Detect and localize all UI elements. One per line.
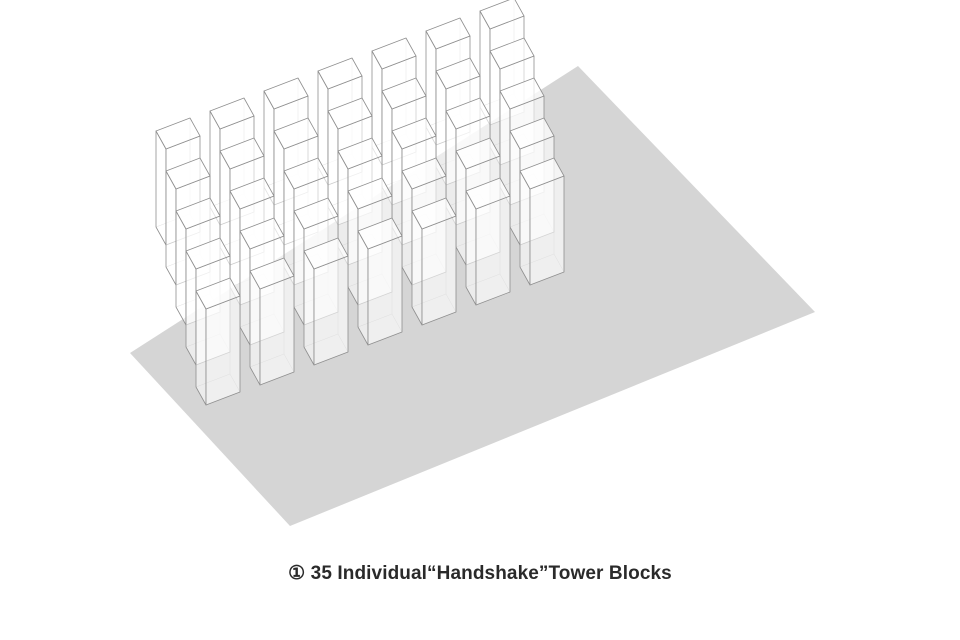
tower-left-face — [347, 190, 359, 306]
tower-left-face — [357, 230, 369, 346]
tower-top-face — [219, 137, 265, 170]
tower-left-face — [165, 170, 177, 286]
tower-front-face — [313, 255, 349, 366]
tower-front-face — [421, 215, 457, 326]
tower-top-face — [327, 97, 373, 130]
tower-top-face — [465, 177, 511, 210]
tower-block — [519, 157, 565, 286]
tower-top-face — [175, 197, 221, 230]
tower-top-face — [249, 257, 295, 290]
tower-block — [357, 217, 403, 346]
tower-top-face — [479, 0, 525, 30]
tower-left-face — [455, 150, 467, 266]
tower-left-face — [401, 170, 413, 286]
tower-left-face — [155, 130, 167, 246]
tower-left-face — [185, 250, 197, 366]
tower-top-face — [401, 157, 447, 190]
tower-top-face — [435, 57, 481, 90]
tower-top-face — [239, 217, 285, 250]
tower-left-face — [175, 210, 187, 326]
tower-left-face — [465, 190, 477, 306]
tower-left-face — [509, 130, 521, 246]
tower-top-face — [195, 277, 241, 310]
tower-top-face — [411, 197, 457, 230]
tower-top-face — [499, 77, 545, 110]
tower-top-face — [303, 237, 349, 270]
tower-top-face — [165, 157, 211, 190]
tower-front-face — [259, 275, 295, 386]
tower-top-face — [273, 117, 319, 150]
tower-top-face — [317, 57, 363, 90]
tower-front-face — [475, 195, 511, 306]
tower-top-face — [155, 117, 201, 150]
tower-top-face — [425, 17, 471, 50]
tower-top-face — [445, 97, 491, 130]
tower-top-face — [185, 237, 231, 270]
tower-left-face — [239, 230, 251, 346]
tower-block — [249, 257, 295, 386]
tower-top-face — [337, 137, 383, 170]
tower-block — [411, 197, 457, 326]
tower-top-face — [391, 117, 437, 150]
tower-left-face — [411, 210, 423, 326]
tower-left-face — [519, 170, 531, 286]
tower-top-face — [347, 177, 393, 210]
tower-block — [195, 277, 241, 406]
tower-top-face — [381, 77, 427, 110]
tower-top-face — [371, 37, 417, 70]
tower-left-face — [293, 210, 305, 326]
tower-top-face — [455, 137, 501, 170]
tower-top-face — [263, 77, 309, 110]
tower-top-face — [283, 157, 329, 190]
tower-left-face — [303, 250, 315, 366]
tower-top-face — [357, 217, 403, 250]
tower-front-face — [367, 235, 403, 346]
tower-top-face — [209, 97, 255, 130]
diagram-caption: ① 35 Individual“Handshake”Tower Blocks — [288, 563, 672, 584]
tower-left-face — [195, 290, 207, 406]
tower-left-face — [249, 270, 261, 386]
tower-top-face — [519, 157, 565, 190]
tower-front-face — [205, 295, 241, 406]
tower-top-face — [229, 177, 275, 210]
tower-top-face — [509, 117, 555, 150]
tower-front-face — [529, 175, 565, 286]
tower-block — [465, 177, 511, 306]
tower-blocks — [155, 0, 565, 406]
tower-top-face — [489, 37, 535, 70]
tower-top-face — [293, 197, 339, 230]
tower-block — [303, 237, 349, 366]
